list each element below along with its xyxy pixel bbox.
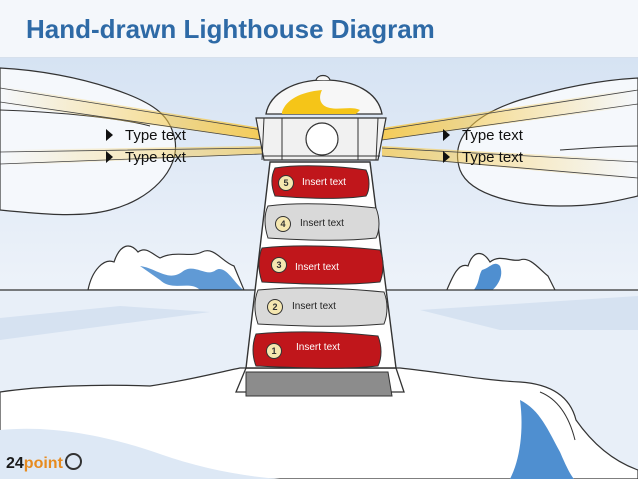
band-5 [271, 165, 370, 199]
bullet-list-left: Type text Type text [106, 124, 186, 168]
level-5-number: 5 [278, 175, 294, 191]
level-3-label[interactable]: Insert text [295, 262, 339, 273]
light-beam-right-top [382, 88, 638, 140]
triangle-bullet-icon [106, 151, 113, 163]
ice-blue-edge [510, 400, 574, 479]
level-5-label[interactable]: Insert text [302, 177, 346, 188]
triangle-bullet-icon [106, 129, 113, 141]
triangle-bullet-icon [443, 151, 450, 163]
brand-word: point [23, 455, 63, 472]
triangle-bullet-icon [443, 129, 450, 141]
cliff [0, 367, 638, 479]
band-2 [254, 287, 388, 327]
light-beam-left-top [0, 86, 262, 140]
bullet-text[interactable]: Type text [462, 126, 523, 144]
level-3-number: 3 [271, 257, 287, 273]
page-title: Hand-drawn Lighthouse Diagram [26, 14, 435, 44]
level-4-number: 4 [275, 216, 291, 232]
bullet-item: Type text [443, 146, 523, 168]
dome-light [282, 90, 360, 114]
brand-number: 24 [6, 455, 24, 472]
band-1 [252, 331, 382, 369]
bullet-list-right: Type text Type text [443, 124, 523, 168]
lamp [305, 122, 339, 156]
bullet-text[interactable]: Type text [125, 126, 186, 144]
bullet-text[interactable]: Type text [125, 148, 186, 166]
bullet-item: Type text [106, 124, 186, 146]
base-gray-band [245, 371, 393, 397]
level-1-label[interactable]: Insert text [296, 342, 340, 353]
band-4 [264, 203, 380, 241]
level-4-label[interactable]: Insert text [300, 218, 344, 229]
bullet-text[interactable]: Type text [462, 148, 523, 166]
band-3 [258, 245, 384, 285]
bullet-item: Type text [106, 146, 186, 168]
level-2-label[interactable]: Insert text [292, 301, 336, 312]
level-1-number: 1 [266, 343, 282, 359]
bullet-item: Type text [443, 124, 523, 146]
brand-logo: 24point [6, 453, 82, 473]
clock-icon [64, 453, 82, 471]
header-band [0, 0, 638, 58]
level-2-number: 2 [267, 299, 283, 315]
